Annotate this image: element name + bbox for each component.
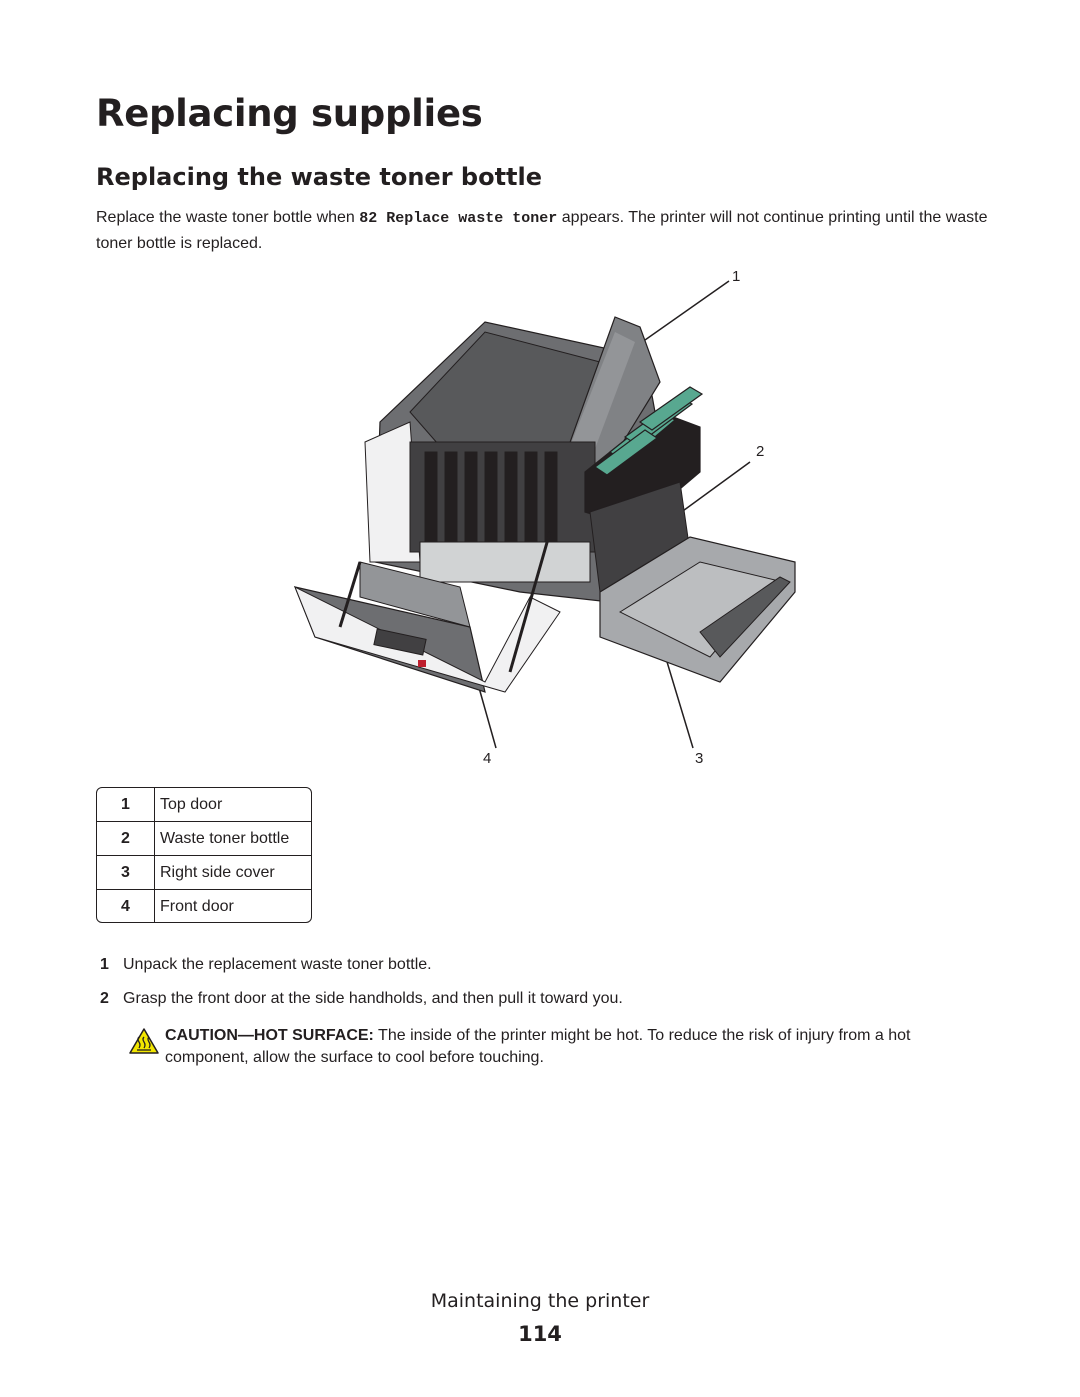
step-item: 1 Unpack the replacement waste toner bott… [100, 956, 432, 974]
callout-1: 1 [732, 268, 741, 285]
step-text: Grasp the front door at the side handhol… [123, 990, 623, 1007]
step-number: 2 [100, 990, 109, 1007]
step-number: 1 [100, 956, 109, 973]
legend-label: Waste toner bottle [160, 829, 290, 847]
legend-number: 2 [97, 822, 155, 855]
callout-3: 3 [695, 750, 704, 767]
footer-chapter: Maintaining the printer [430, 1290, 650, 1312]
hot-surface-warning-icon [129, 1028, 159, 1054]
legend-row: 1 Top door [97, 788, 311, 822]
section-title: Replacing the waste toner bottle [96, 163, 543, 191]
callout-4: 4 [483, 750, 492, 767]
page-title: Replacing supplies [96, 92, 483, 135]
legend-label: Front door [160, 897, 234, 915]
legend-table: 1 Top door 2 Waste toner bottle 3 Right … [96, 787, 312, 923]
step-text: Unpack the replacement waste toner bottl… [123, 956, 432, 973]
caution-text: The inside of the printer might be hot. … [165, 1027, 911, 1066]
intro-text-end: appears. The printer will not continue p… [96, 209, 988, 252]
printer-drawing [294, 280, 796, 749]
legend-number: 3 [97, 856, 155, 889]
legend-label: Right side cover [160, 863, 275, 881]
step-item: 2 Grasp the front door at the side handho… [100, 990, 623, 1008]
caution-note: CAUTION—HOT SURFACE: The inside of the p… [165, 1025, 995, 1069]
legend-number: 4 [97, 890, 155, 922]
callout-2: 2 [756, 443, 765, 460]
intro-message-code: 82 Replace waste toner [359, 210, 558, 227]
legend-row: 4 Front door [97, 890, 311, 922]
legend-label: Top door [160, 795, 223, 813]
printer-illustration: 1 2 3 4 [280, 262, 810, 772]
intro-text-start: Replace the waste toner bottle when [96, 209, 360, 226]
legend-row: 2 Waste toner bottle [97, 822, 311, 856]
legend-row: 3 Right side cover [97, 856, 311, 890]
intro-paragraph: Replace the waste toner bottle when 82 R… [96, 205, 996, 256]
page-number: 114 [518, 1322, 562, 1346]
caution-label: CAUTION—HOT SURFACE: [165, 1027, 374, 1044]
legend-number: 1 [97, 788, 155, 821]
